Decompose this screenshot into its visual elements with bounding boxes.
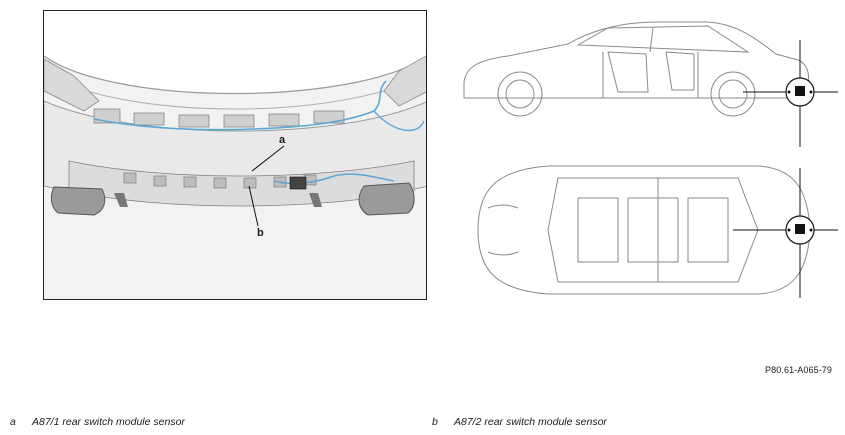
figure-id: P80.61-A065-79 <box>765 365 832 375</box>
sensor-locator-side <box>743 40 838 147</box>
rear-bumper-drawing <box>44 11 426 299</box>
top-view-diagram <box>458 158 838 303</box>
callout-b: b <box>257 227 264 239</box>
legend-text: A87/1 rear switch module sensor <box>32 416 185 428</box>
rear-bumper-illustration <box>43 10 427 300</box>
side-view-diagram <box>458 12 838 152</box>
side-view-drawing <box>463 21 838 147</box>
legend-item-a: a A87/1 rear switch module sensor <box>10 416 185 428</box>
legend-text: A87/2 rear switch module sensor <box>454 416 607 428</box>
legend-item-b: b A87/2 rear switch module sensor <box>432 416 607 428</box>
callout-a: a <box>279 134 286 146</box>
legend-key: a <box>10 416 16 428</box>
sensor-locator-top <box>733 168 838 298</box>
top-view-drawing <box>477 165 838 298</box>
legend-key: b <box>432 416 438 428</box>
